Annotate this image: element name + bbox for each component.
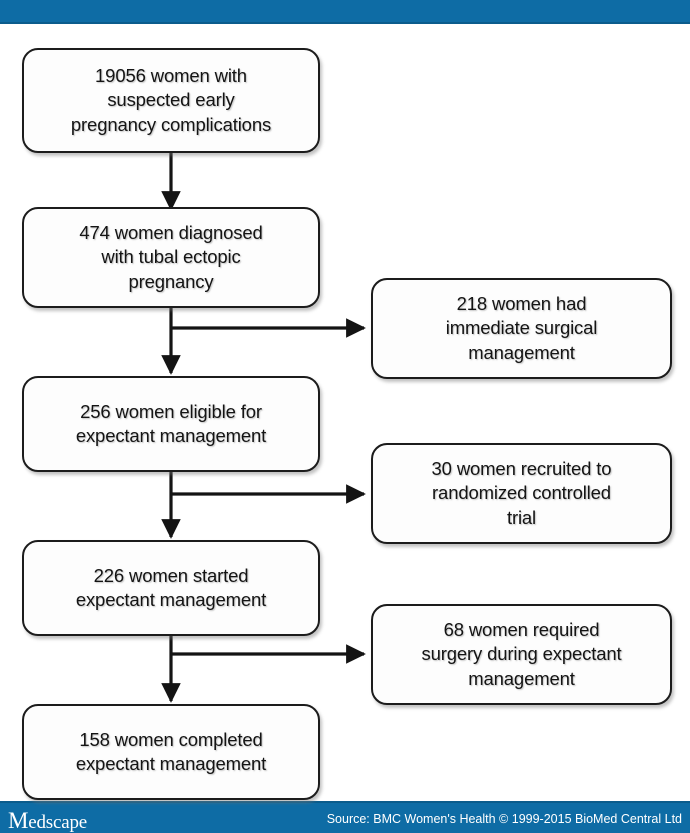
flow-node-required-surgery[interactable]: 68 women required surgery during expecta… xyxy=(371,604,672,705)
flow-node-suspected-complications[interactable]: 19056 women with suspected early pregnan… xyxy=(22,48,320,153)
flow-node-label: 474 women diagnosed with tubal ectopic p… xyxy=(79,221,263,292)
medscape-logo-rest: edscape xyxy=(28,812,87,833)
medscape-logo-initial: M xyxy=(8,808,29,833)
flow-node-label: 30 women recruited to randomized control… xyxy=(431,457,612,528)
medscape-logo[interactable]: Medscape xyxy=(8,809,87,832)
flow-node-recruited-rct[interactable]: 30 women recruited to randomized control… xyxy=(371,443,672,544)
flow-node-tubal-ectopic-diagnosed[interactable]: 474 women diagnosed with tubal ectopic p… xyxy=(22,207,320,308)
flow-node-immediate-surgical[interactable]: 218 women had immediate surgical managem… xyxy=(371,278,672,379)
connector-lines xyxy=(161,153,366,703)
flow-node-label: 158 women completed expectant management xyxy=(75,728,267,774)
flow-node-started-expectant[interactable]: 226 women started expectant management xyxy=(22,540,320,636)
top-blue-band xyxy=(0,0,690,24)
flow-node-label: 226 women started expectant management xyxy=(75,564,267,610)
source-attribution: Source: BMC Women's Health © 1999-2015 B… xyxy=(326,812,682,826)
flow-node-label: 218 women had immediate surgical managem… xyxy=(445,292,598,363)
flow-node-label: 68 women required surgery during expecta… xyxy=(421,618,622,689)
flow-node-label: 19056 women with suspected early pregnan… xyxy=(70,64,272,135)
footer-bar: Medscape Source: BMC Women's Health © 19… xyxy=(0,801,690,833)
flow-node-label: 256 women eligible for expectant managem… xyxy=(75,400,267,446)
flow-node-completed-expectant[interactable]: 158 women completed expectant management xyxy=(22,704,320,800)
flowchart-canvas: 19056 women with suspected early pregnan… xyxy=(0,26,690,801)
flow-node-eligible-expectant[interactable]: 256 women eligible for expectant managem… xyxy=(22,376,320,472)
